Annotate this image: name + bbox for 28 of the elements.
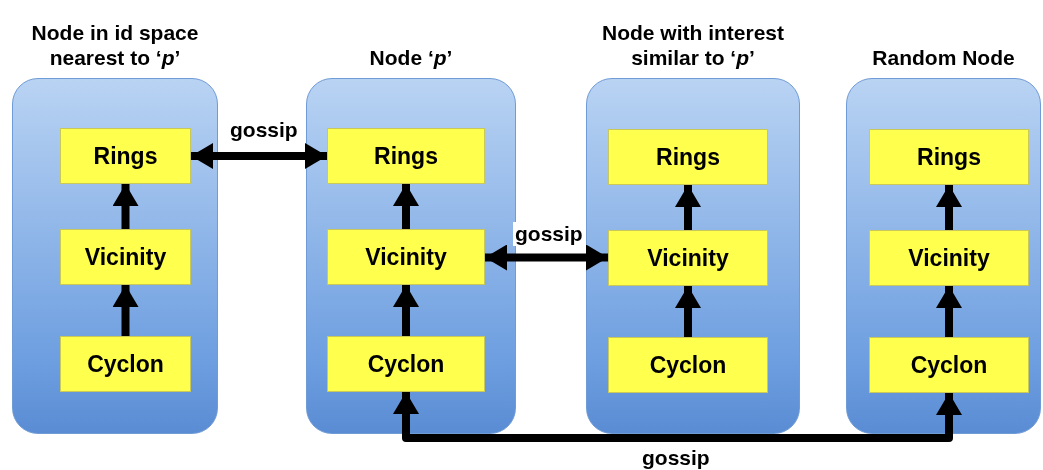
layer-box: Rings <box>608 129 768 185</box>
layer-box: Cyclon <box>608 337 768 393</box>
arrow <box>393 392 962 442</box>
layer-box: Cyclon <box>60 336 191 392</box>
arrow <box>936 286 962 337</box>
layer-box: Cyclon <box>869 337 1029 393</box>
arrow <box>112 184 139 229</box>
layer-box: Vicinity <box>327 229 485 285</box>
node-title: Node with interest similar to ‘p’ <box>601 20 785 70</box>
node-title: Node ‘p’ <box>369 45 453 70</box>
node-title: Node in id space nearest to ‘p’ <box>30 20 200 70</box>
layer-box: Cyclon <box>327 336 485 392</box>
arrow <box>675 286 701 337</box>
layer-box: Vicinity <box>608 230 768 286</box>
layer-box: Rings <box>327 128 485 184</box>
node-title: Random Node <box>872 45 1015 70</box>
arrow <box>393 285 419 336</box>
arrow <box>191 143 327 169</box>
layer-box: Rings <box>869 129 1029 185</box>
arrow <box>112 285 139 336</box>
layer-box: Vicinity <box>869 230 1029 286</box>
layer-box: Rings <box>60 128 191 184</box>
arrow <box>393 184 419 229</box>
edge-label: gossip <box>513 222 585 246</box>
arrow <box>675 185 701 230</box>
layer-box: Vicinity <box>60 229 191 285</box>
arrow <box>936 185 962 230</box>
arrow <box>485 244 608 271</box>
